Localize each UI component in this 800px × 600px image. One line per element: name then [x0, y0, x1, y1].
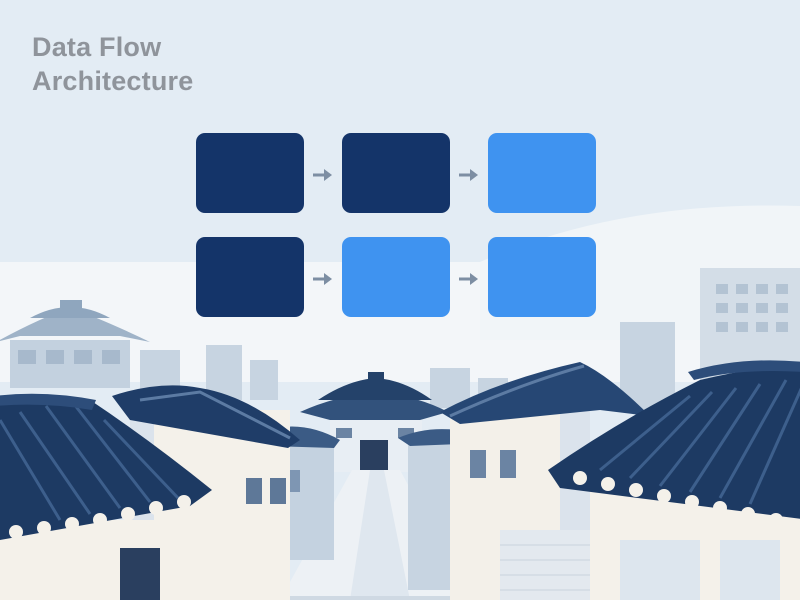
flow-arrow-2: [459, 169, 478, 181]
flow-node-5: [342, 237, 450, 317]
flow-node-6: [488, 237, 596, 317]
flow-node-1: [196, 133, 304, 213]
flow-node-4: [196, 237, 304, 317]
flow-node-3: [488, 133, 596, 213]
flow-arrow-3: [313, 273, 332, 285]
diagram-title-line-1: Data Flow: [32, 32, 162, 62]
diagram-title: Data Flow Architecture: [32, 30, 193, 98]
flow-node-2: [342, 133, 450, 213]
flow-arrow-1: [313, 169, 332, 181]
diagram-title-line-2: Architecture: [32, 66, 194, 96]
flow-arrow-4: [459, 273, 478, 285]
